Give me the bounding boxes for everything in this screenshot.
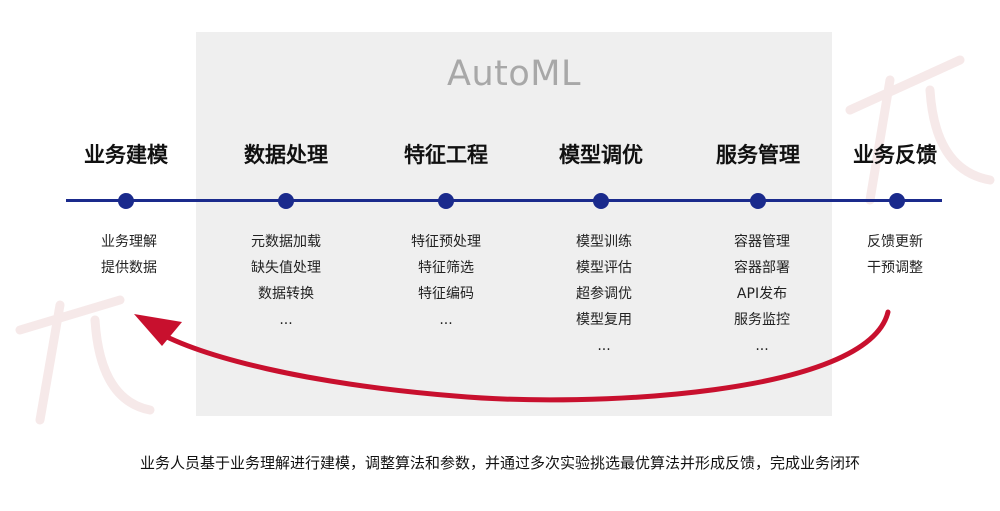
step-title: 业务反馈 xyxy=(853,143,937,167)
list-item: 元数据加载 xyxy=(251,234,321,250)
step-business-modeling: 业务建模 xyxy=(51,140,201,170)
list-item: 数据转换 xyxy=(258,286,314,302)
list-item: ... xyxy=(755,338,769,354)
list-item: 特征编码 xyxy=(418,286,474,302)
timeline-node xyxy=(438,193,454,209)
step-title: 服务管理 xyxy=(716,143,800,167)
step-model-tuning: 模型调优 xyxy=(526,140,676,170)
list-item: 业务理解 xyxy=(101,234,157,250)
step-feature-engineering: 特征工程 xyxy=(371,140,521,170)
list-item: 特征筛选 xyxy=(418,260,474,276)
list-item: 模型训练 xyxy=(576,234,632,250)
list-item: ... xyxy=(279,312,293,328)
diagram-caption: 业务人员基于业务理解进行建模，调整算法和参数，并通过多次实验挑选最优算法并形成反… xyxy=(139,454,860,472)
step-items-list: 容器管理 容器部署 API发布 服务监控 ... xyxy=(687,229,837,359)
step-service-management: 服务管理 xyxy=(683,140,833,170)
list-item: 模型评估 xyxy=(576,260,632,276)
timeline-node xyxy=(278,193,294,209)
step-title: 业务建模 xyxy=(84,143,168,167)
list-item: ... xyxy=(597,338,611,354)
list-item: 反馈更新 xyxy=(867,234,923,250)
timeline-node xyxy=(118,193,134,209)
list-item: 服务监控 xyxy=(734,312,790,328)
list-item: 超参调优 xyxy=(576,286,632,302)
list-item: 缺失值处理 xyxy=(251,260,321,276)
list-item: API发布 xyxy=(736,286,788,302)
list-item: 容器管理 xyxy=(734,234,790,250)
automl-title: AutoML xyxy=(447,54,581,94)
list-item: ... xyxy=(439,312,453,328)
step-items-list: 元数据加载 缺失值处理 数据转换 ... xyxy=(211,229,361,333)
step-items-list: 业务理解 提供数据 xyxy=(54,229,204,281)
list-item: 容器部署 xyxy=(734,260,790,276)
step-items-list: 特征预处理 特征筛选 特征编码 ... xyxy=(371,229,521,333)
step-title: 特征工程 xyxy=(404,143,488,167)
process-timeline xyxy=(66,199,942,202)
step-title: 数据处理 xyxy=(244,143,328,167)
list-item: 特征预处理 xyxy=(411,234,481,250)
list-item: 干预调整 xyxy=(867,260,923,276)
step-items-list: 模型训练 模型评估 超参调优 模型复用 ... xyxy=(529,229,679,359)
list-item: 提供数据 xyxy=(101,260,157,276)
timeline-node xyxy=(750,193,766,209)
step-title: 模型调优 xyxy=(559,143,643,167)
step-data-processing: 数据处理 xyxy=(211,140,361,170)
step-business-feedback: 业务反馈 xyxy=(820,140,970,170)
step-items-list: 反馈更新 干预调整 xyxy=(820,229,970,281)
timeline-node xyxy=(593,193,609,209)
list-item: 模型复用 xyxy=(576,312,632,328)
timeline-node xyxy=(889,193,905,209)
